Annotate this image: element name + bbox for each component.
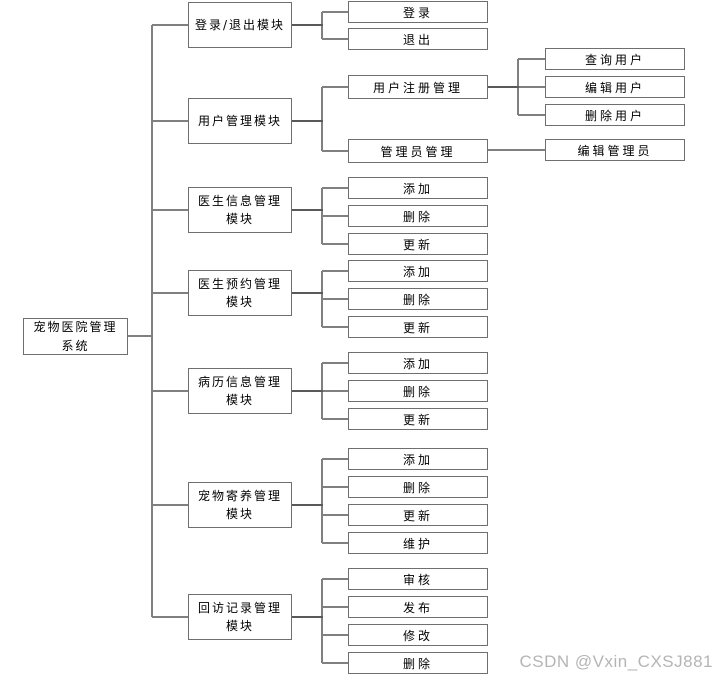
node-appointment-delete: 删除 [348, 288, 488, 310]
node-followup-review: 审核 [348, 568, 488, 590]
node-boarding-add: 添加 [348, 448, 488, 470]
node-boarding-update: 更新 [348, 504, 488, 526]
node-admin-mgmt: 管理员管理 [348, 139, 488, 163]
node-module-login-logout: 登录/退出模块 [188, 2, 292, 48]
node-record-update: 更新 [348, 408, 488, 430]
node-root: 宠物医院管理 系统 [23, 318, 128, 355]
node-doctor-info-add: 添加 [348, 177, 488, 199]
node-boarding-maintain: 维护 [348, 532, 488, 554]
node-doctor-info-update: 更新 [348, 233, 488, 255]
node-module-medical-record: 病历信息管理 模块 [188, 368, 292, 414]
node-appointment-add: 添加 [348, 260, 488, 282]
node-followup-delete: 删除 [348, 652, 488, 674]
csdn-watermark: CSDN @Vxin_CXSJ881 [519, 652, 713, 671]
node-query-user: 查询用户 [545, 48, 685, 70]
node-edit-user: 编辑用户 [545, 76, 685, 98]
node-record-delete: 删除 [348, 380, 488, 402]
node-module-followup-record: 回访记录管理 模块 [188, 594, 292, 640]
node-edit-admin: 编辑管理员 [545, 139, 685, 161]
node-module-user-mgmt: 用户管理模块 [188, 98, 292, 144]
node-boarding-delete: 删除 [348, 476, 488, 498]
node-followup-publish: 发布 [348, 596, 488, 618]
node-followup-modify: 修改 [348, 624, 488, 646]
node-module-doctor-appointment: 医生预约管理 模块 [188, 270, 292, 316]
connector-path-dark [292, 24, 519, 618]
node-doctor-info-delete: 删除 [348, 205, 488, 227]
node-delete-user: 删除用户 [545, 104, 685, 126]
node-module-doctor-info: 医生信息管理 模块 [188, 187, 292, 233]
node-login: 登录 [348, 1, 488, 23]
node-record-add: 添加 [348, 352, 488, 374]
node-module-pet-boarding: 宠物寄养管理 模块 [188, 482, 292, 528]
node-appointment-update: 更新 [348, 316, 488, 338]
node-logout: 退出 [348, 28, 488, 50]
node-user-register-mgmt: 用户注册管理 [348, 75, 488, 99]
